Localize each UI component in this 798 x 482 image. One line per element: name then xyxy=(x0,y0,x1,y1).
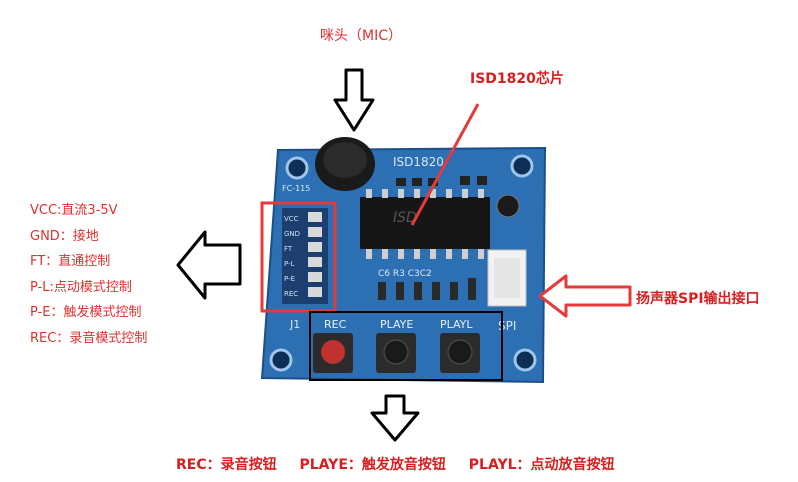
chip-pointer xyxy=(410,103,480,226)
pin-vcc: VCC xyxy=(284,215,299,223)
buttons-arrow xyxy=(370,394,420,442)
mount-hole-br xyxy=(513,348,537,372)
pin-descriptions: VCC:直流3-5V GND：接地 FT：直通控制 P-L:点动模式控制 P-E… xyxy=(30,198,147,351)
silk-j1: J1 xyxy=(289,318,300,331)
pin-desc-pl: P-L:点动模式控制 xyxy=(30,279,132,295)
buttons-caption: REC：录音按钮 PLAYE：触发放音按钮 PLAYL：点动放音按钮 xyxy=(176,454,633,474)
pin-gnd: GND xyxy=(284,230,300,238)
caption-rec: REC：录音按钮 xyxy=(176,457,277,473)
pin-desc-gnd: GND：接地 xyxy=(30,228,99,244)
silk-spi: SPI xyxy=(498,319,516,333)
speaker-arrow xyxy=(538,274,632,318)
mount-hole-tr xyxy=(510,154,534,178)
chip-die-text: ISD xyxy=(393,210,417,226)
pin-desc-ft: FT：直通控制 xyxy=(30,254,111,269)
isd1820-chip xyxy=(360,197,490,249)
pin-desc-rec: REC：录音模式控制 xyxy=(30,330,148,346)
silk-components: C6 R3 C3C2 xyxy=(378,269,432,279)
silk-playe: PLAYE xyxy=(380,318,413,331)
mic-label: 咪头（MIC） xyxy=(320,28,402,44)
pin-rec: REC xyxy=(284,290,298,298)
mic-arrow xyxy=(333,68,375,132)
caption-playe: PLAYE：触发放音按钮 xyxy=(299,457,446,473)
pin-desc-pe: P-E：触发模式控制 xyxy=(30,305,142,320)
pin-header-highlight xyxy=(260,201,337,313)
pin-pl: P-L xyxy=(284,260,295,268)
silk-rec: REC xyxy=(324,318,347,331)
button-playe[interactable] xyxy=(376,333,416,373)
mount-hole-tl xyxy=(285,156,309,180)
pin-desc-vcc: VCC:直流3-5V xyxy=(30,203,118,218)
pin-arrow xyxy=(176,230,242,300)
pin-ft: FT xyxy=(284,245,293,253)
silk-fc115: FC-115 xyxy=(282,184,310,193)
caption-playl: PLAYL：点动放音按钮 xyxy=(468,457,615,473)
pin-pe: P-E xyxy=(284,275,295,283)
buttons-highlight xyxy=(309,311,503,381)
button-rec[interactable] xyxy=(313,333,353,373)
silk-isd1820: ISD1820 xyxy=(393,155,444,169)
silk-playl: PLAYL xyxy=(440,318,473,331)
button-playl[interactable] xyxy=(440,333,480,373)
speaker-label: 扬声器SPI输出接口 xyxy=(636,291,760,307)
chip-label: ISD1820芯片 xyxy=(470,71,564,87)
mount-hole-bl xyxy=(269,348,293,372)
